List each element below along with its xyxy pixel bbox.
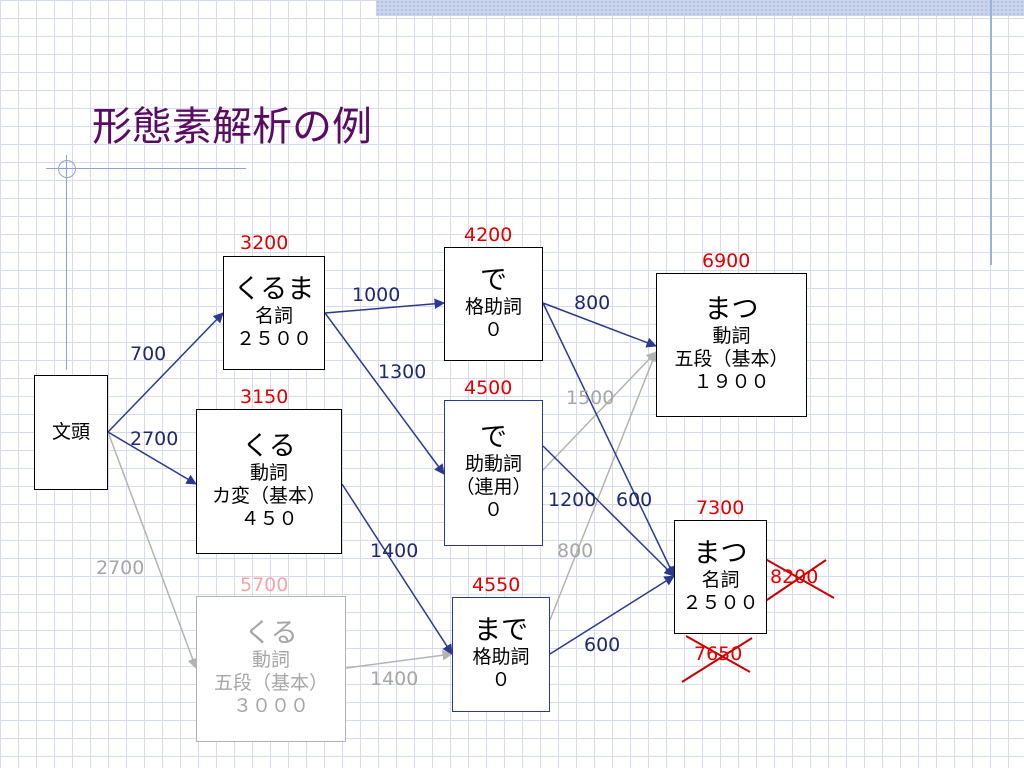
slide-title: 形態素解析の例 (92, 104, 372, 150)
score-matsu-n: 7300 (696, 497, 745, 519)
node-surface: くるま (233, 273, 315, 305)
node-cost: １９００ (693, 371, 770, 394)
node-kuru-ka: くる 動詞 カ変（基本） ４５０ (196, 409, 342, 554)
node-kuru-go: くる 動詞 五段（基本） ３０００ (196, 596, 346, 742)
node-de-aux: で 助動詞 （連用） ０ (444, 400, 543, 546)
edge-kuruma-de-aux (324, 312, 445, 475)
cross-mark-7650 (685, 635, 751, 673)
node-surface: くる (242, 430, 296, 462)
cost-kuru-ka-made: 1400 (370, 540, 419, 562)
node-surface: まつ (704, 294, 759, 326)
edge-made-matsu-v (549, 351, 658, 621)
node-cost: ０ (491, 669, 511, 692)
node-surface: で (480, 264, 507, 296)
cost-kuru-go-made: 1400 (370, 668, 419, 690)
node-de-case: で 格助詞 ０ (444, 247, 543, 361)
edge-kuru-go-made (345, 650, 454, 669)
score-de-case: 4200 (464, 224, 513, 246)
edge-kuru-ka-made (341, 483, 453, 655)
header-decoration-band (376, 0, 1024, 16)
edge-bos-kuru-go (107, 431, 198, 669)
edge-kuruma-de-case (324, 298, 446, 314)
node-pos: 名詞 (701, 568, 740, 591)
node-cost: ２５００ (682, 591, 759, 614)
score-kuru-ka: 3150 (240, 386, 289, 408)
node-bos: 文頭 (34, 375, 108, 490)
cost-de-aux-matsu-n: 1200 (548, 489, 597, 511)
node-surface: くる (244, 618, 298, 650)
cross-mark-7650 (681, 637, 753, 683)
node-surface: で (480, 422, 507, 454)
node-matsu-v: まつ 動詞 五段（基本） １９００ (656, 273, 807, 417)
node-matsu-n: まつ 名詞 ２５００ (674, 520, 767, 634)
node-cost: ２５００ (235, 327, 312, 350)
score-crossed-7650: 7650 (694, 643, 743, 665)
node-conj: カ変（基本） (211, 484, 326, 507)
node-conj: 五段（基本） (674, 348, 789, 371)
node-cost: ３０００ (232, 695, 309, 718)
node-label: 文頭 (51, 420, 90, 443)
score-kuruma: 3200 (240, 232, 289, 254)
cross-mark-8200 (763, 559, 827, 603)
cost-bos-kuru-go: 2700 (96, 557, 145, 579)
score-kuru-go: 5700 (240, 574, 289, 596)
cost-bos-kuru-ka: 2700 (130, 428, 179, 450)
right-decoration-line (990, 0, 992, 265)
title-underline-decoration (46, 168, 246, 169)
edge-de-case-matsu-v (542, 302, 657, 348)
edge-bos-kuru-ka (107, 431, 197, 485)
score-crossed-8200: 8200 (770, 566, 819, 588)
cost-de-case-matsu-v: 800 (574, 292, 611, 314)
node-pos: 動詞 (251, 649, 290, 672)
edge-de-case-matsu-n (542, 302, 675, 577)
cost-de-case-matsu-n: 600 (616, 489, 653, 511)
node-conj: （連用） (455, 476, 532, 499)
cost-made-matsu-n: 600 (584, 634, 621, 656)
edge-bos-kuruma (107, 312, 224, 433)
node-cost: ０ (483, 318, 503, 341)
score-matsu-v: 6900 (702, 250, 751, 272)
node-pos: 格助詞 (472, 646, 530, 669)
node-pos: 格助詞 (464, 295, 522, 318)
cost-kuruma-de-aux: 1300 (378, 361, 427, 383)
cost-made-matsu-v: 800 (557, 540, 594, 562)
edge-de-aux-matsu-n (542, 445, 675, 577)
node-conj: 五段（基本） (213, 672, 328, 695)
cost-bos-kuruma: 700 (130, 343, 167, 365)
cost-kuruma-de-case: 1000 (352, 284, 401, 306)
score-de-aux: 4500 (464, 377, 513, 399)
node-cost: ０ (483, 499, 503, 522)
node-surface: まで (474, 615, 528, 647)
node-surface: まつ (693, 537, 748, 569)
vertical-decoration-line (66, 155, 67, 370)
cost-de-aux-matsu-v: 1500 (566, 387, 615, 409)
edge-made-matsu-n (549, 575, 675, 655)
node-pos: 助動詞 (464, 453, 522, 476)
circle-decoration (58, 160, 76, 178)
node-made: まで 格助詞 ０ (452, 597, 550, 712)
node-pos: 動詞 (712, 325, 751, 348)
edge-de-aux-matsu-v (542, 351, 657, 471)
node-kuruma: くるま 名詞 ２５００ (223, 256, 325, 370)
node-cost: ４５０ (240, 507, 298, 530)
node-pos: 動詞 (249, 461, 288, 484)
score-made: 4550 (472, 574, 521, 596)
cross-mark-8200 (759, 555, 835, 599)
node-pos: 名詞 (254, 304, 293, 327)
